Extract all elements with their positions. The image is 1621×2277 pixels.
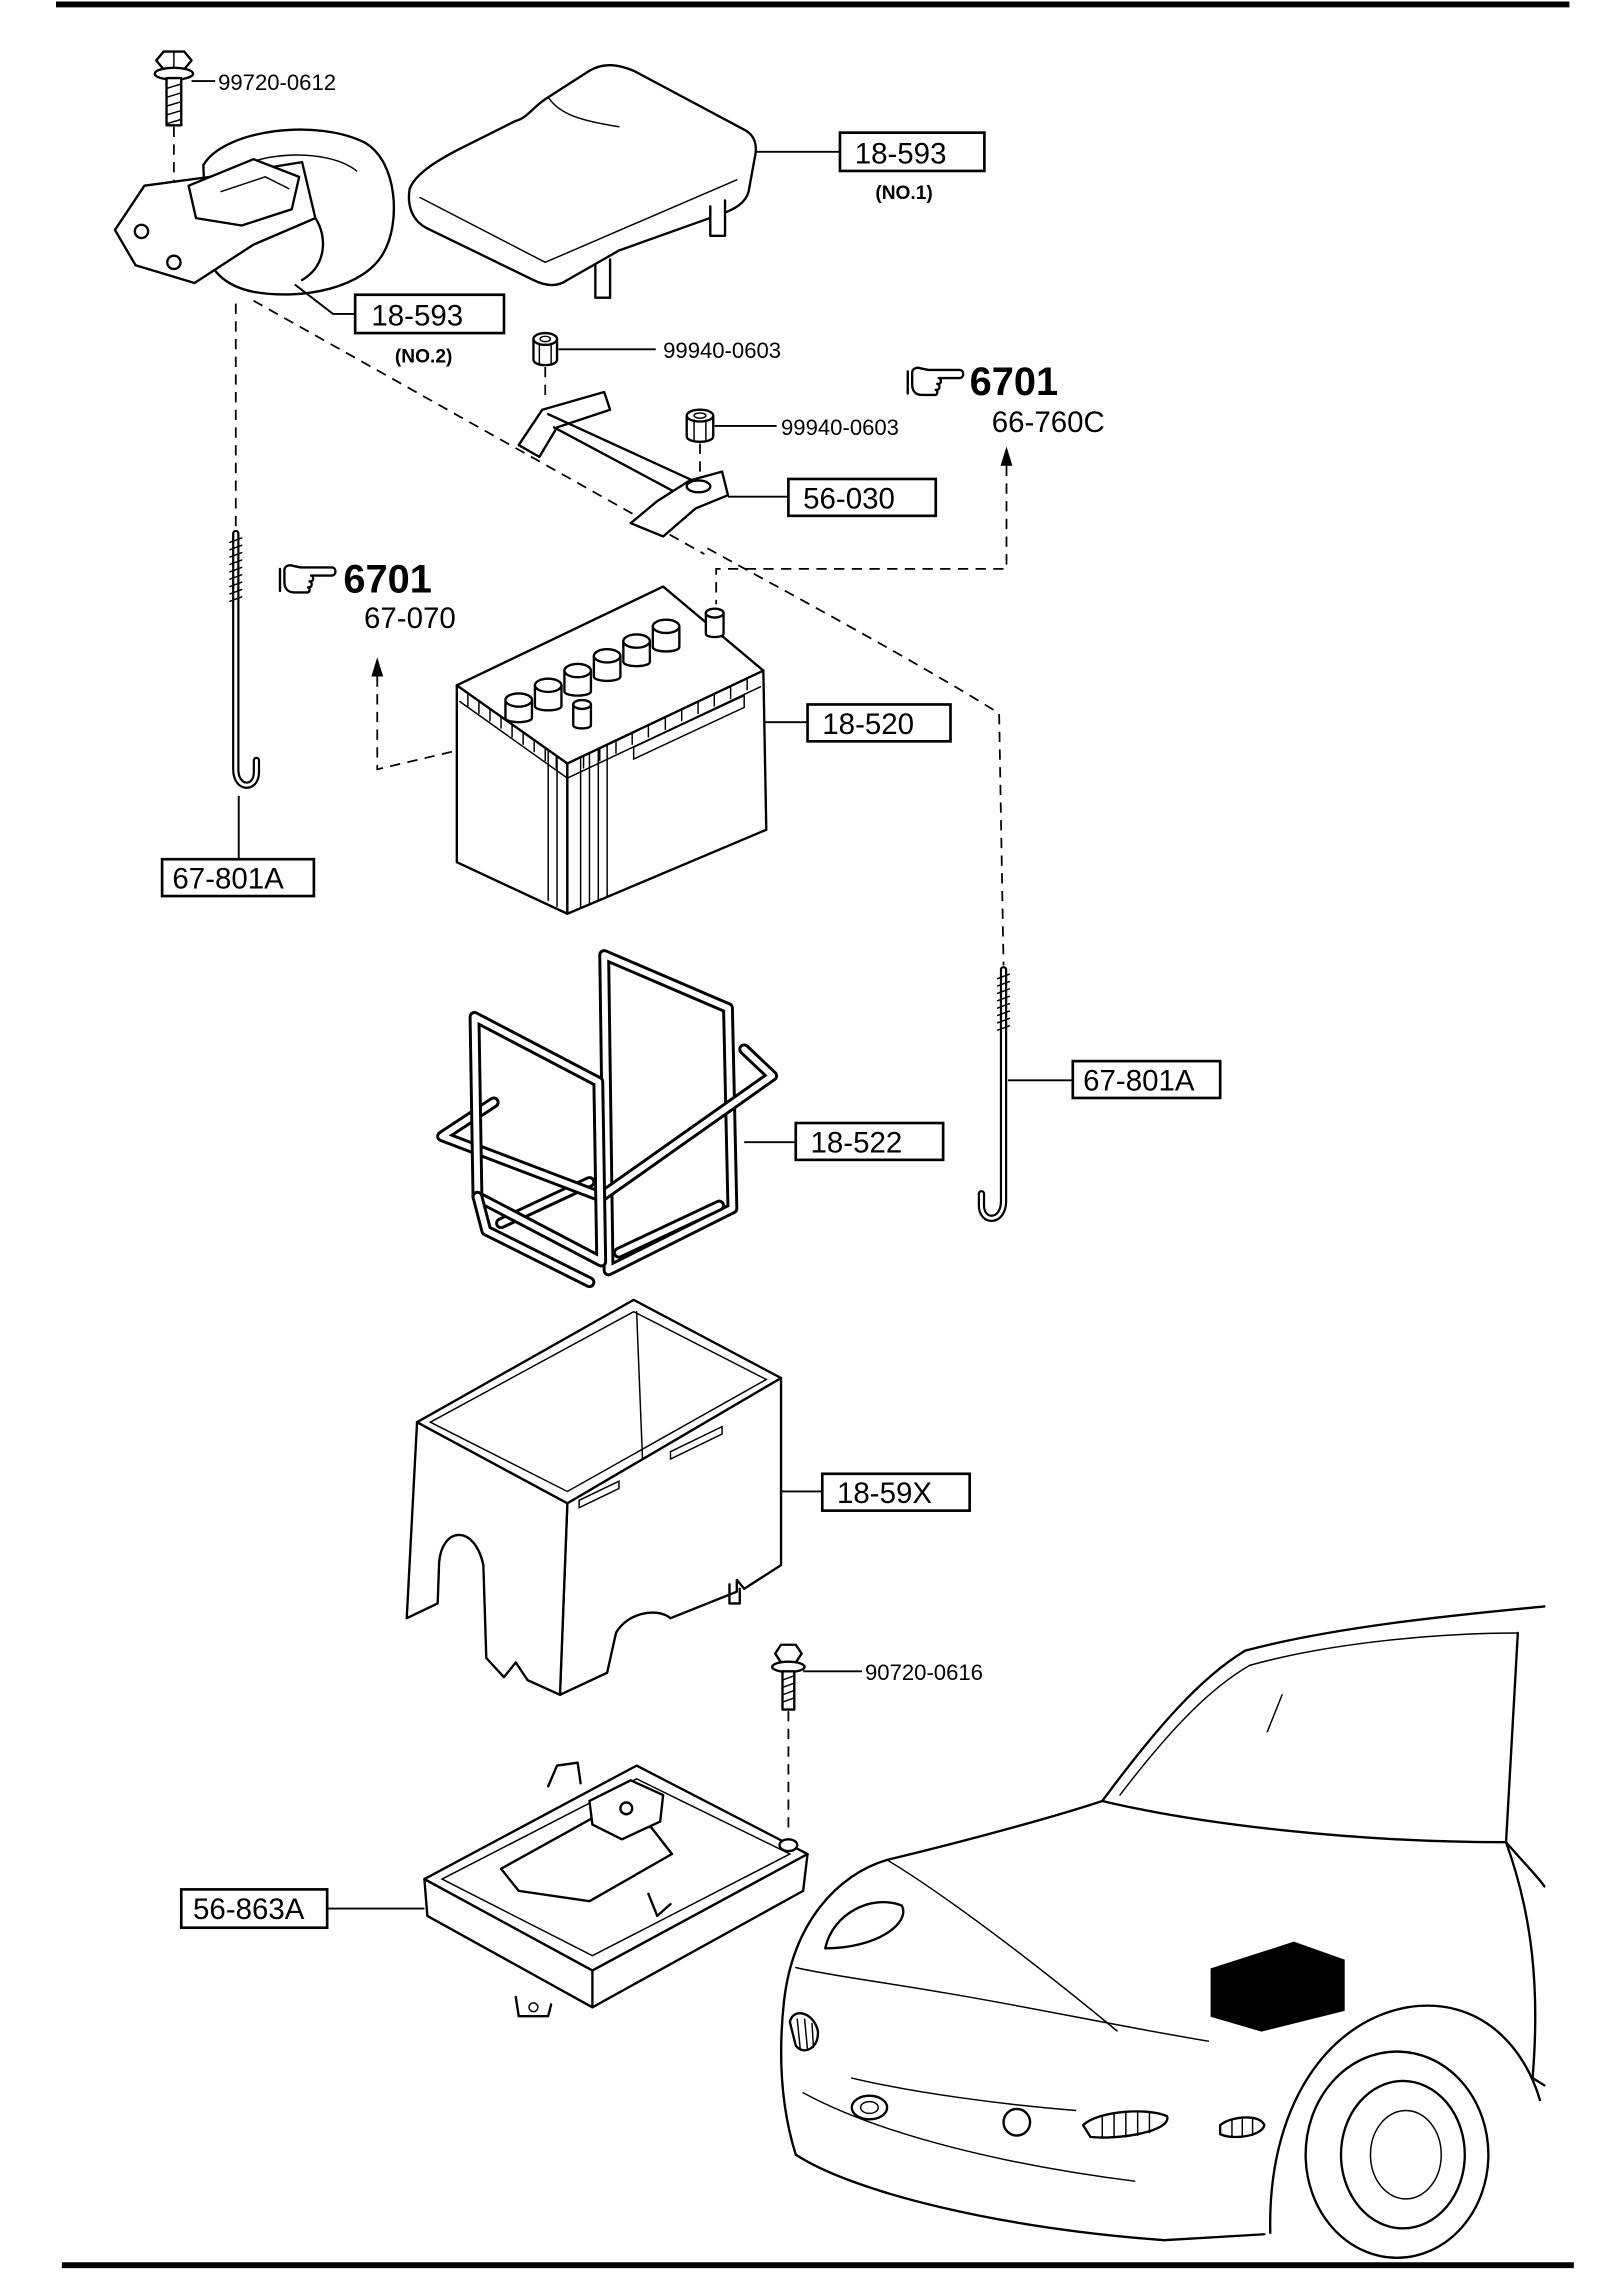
reference-group-right: 6701 — [970, 360, 1058, 404]
rod-right — [977, 966, 1011, 1222]
pointing-hand-icon — [906, 366, 965, 397]
dashed-cover-to-bracket — [253, 299, 705, 555]
callout-box-box — [820, 1472, 971, 1512]
callout-box-battery — [806, 703, 952, 743]
callout-box-cover-no1 — [838, 131, 986, 173]
callout-box-clamp — [794, 1121, 945, 1162]
label-box: 18-59X — [837, 1477, 932, 1510]
note-cover-no2: (NO.2) — [395, 347, 452, 368]
reference-code-left: 67-070 — [364, 602, 456, 635]
reference-code-right: 66-760C — [992, 406, 1105, 439]
label-bolt-top: 99720-0612 — [218, 70, 336, 95]
positive-terminal — [704, 607, 725, 639]
leader-cover-no2 — [294, 283, 356, 315]
callout-box-tray — [179, 1888, 329, 1930]
arrow-up-icon — [371, 657, 384, 677]
battery — [455, 585, 768, 915]
label-clamp: 18-522 — [811, 1126, 903, 1159]
cover-no1 — [407, 64, 757, 299]
label-battery: 18-520 — [822, 708, 914, 741]
hold-down-bracket — [517, 390, 730, 538]
battery-location-marker — [1210, 1941, 1345, 2032]
callout-box-rod-right — [1071, 1059, 1222, 1100]
label-cover-no1: 18-593 — [855, 138, 947, 171]
rod-left — [229, 529, 261, 789]
arrow-up-icon — [1000, 446, 1013, 466]
label-cover-no2: 18-593 — [371, 300, 463, 333]
callout-box-bracket — [787, 477, 938, 518]
label-nut-lower: 99940-0603 — [781, 415, 899, 440]
note-cover-no1: (NO.1) — [875, 183, 932, 204]
label-bolt-bottom: 90720-0616 — [865, 1660, 983, 1685]
pointing-hand-icon — [278, 564, 337, 594]
cover-no2 — [113, 128, 396, 296]
bolt-top — [153, 50, 195, 127]
callout-box-cover-no2 — [353, 293, 506, 335]
reference-group-left: 6701 — [343, 557, 431, 601]
label-nut-upper: 99940-0603 — [663, 338, 781, 363]
nut-upper — [532, 331, 559, 367]
label-tray: 56-863A — [193, 1893, 305, 1926]
nut-lower — [685, 408, 715, 443]
battery-clamp-frame — [436, 949, 779, 1289]
label-rod-left: 67-801A — [172, 863, 284, 896]
bolt-bottom — [771, 1643, 806, 1711]
negative-terminal — [572, 698, 593, 730]
battery-caps — [504, 618, 681, 724]
battery-tray — [423, 1761, 809, 2018]
dashed-positive-terminal-ref — [715, 465, 1008, 605]
label-bracket: 56-030 — [803, 482, 895, 515]
battery-box — [405, 1298, 783, 1697]
label-rod-right: 67-801A — [1083, 1065, 1195, 1098]
car-illustration — [779, 1605, 1546, 2260]
dashed-to-right-rod — [706, 547, 1005, 966]
callout-box-rod-left — [160, 857, 316, 898]
